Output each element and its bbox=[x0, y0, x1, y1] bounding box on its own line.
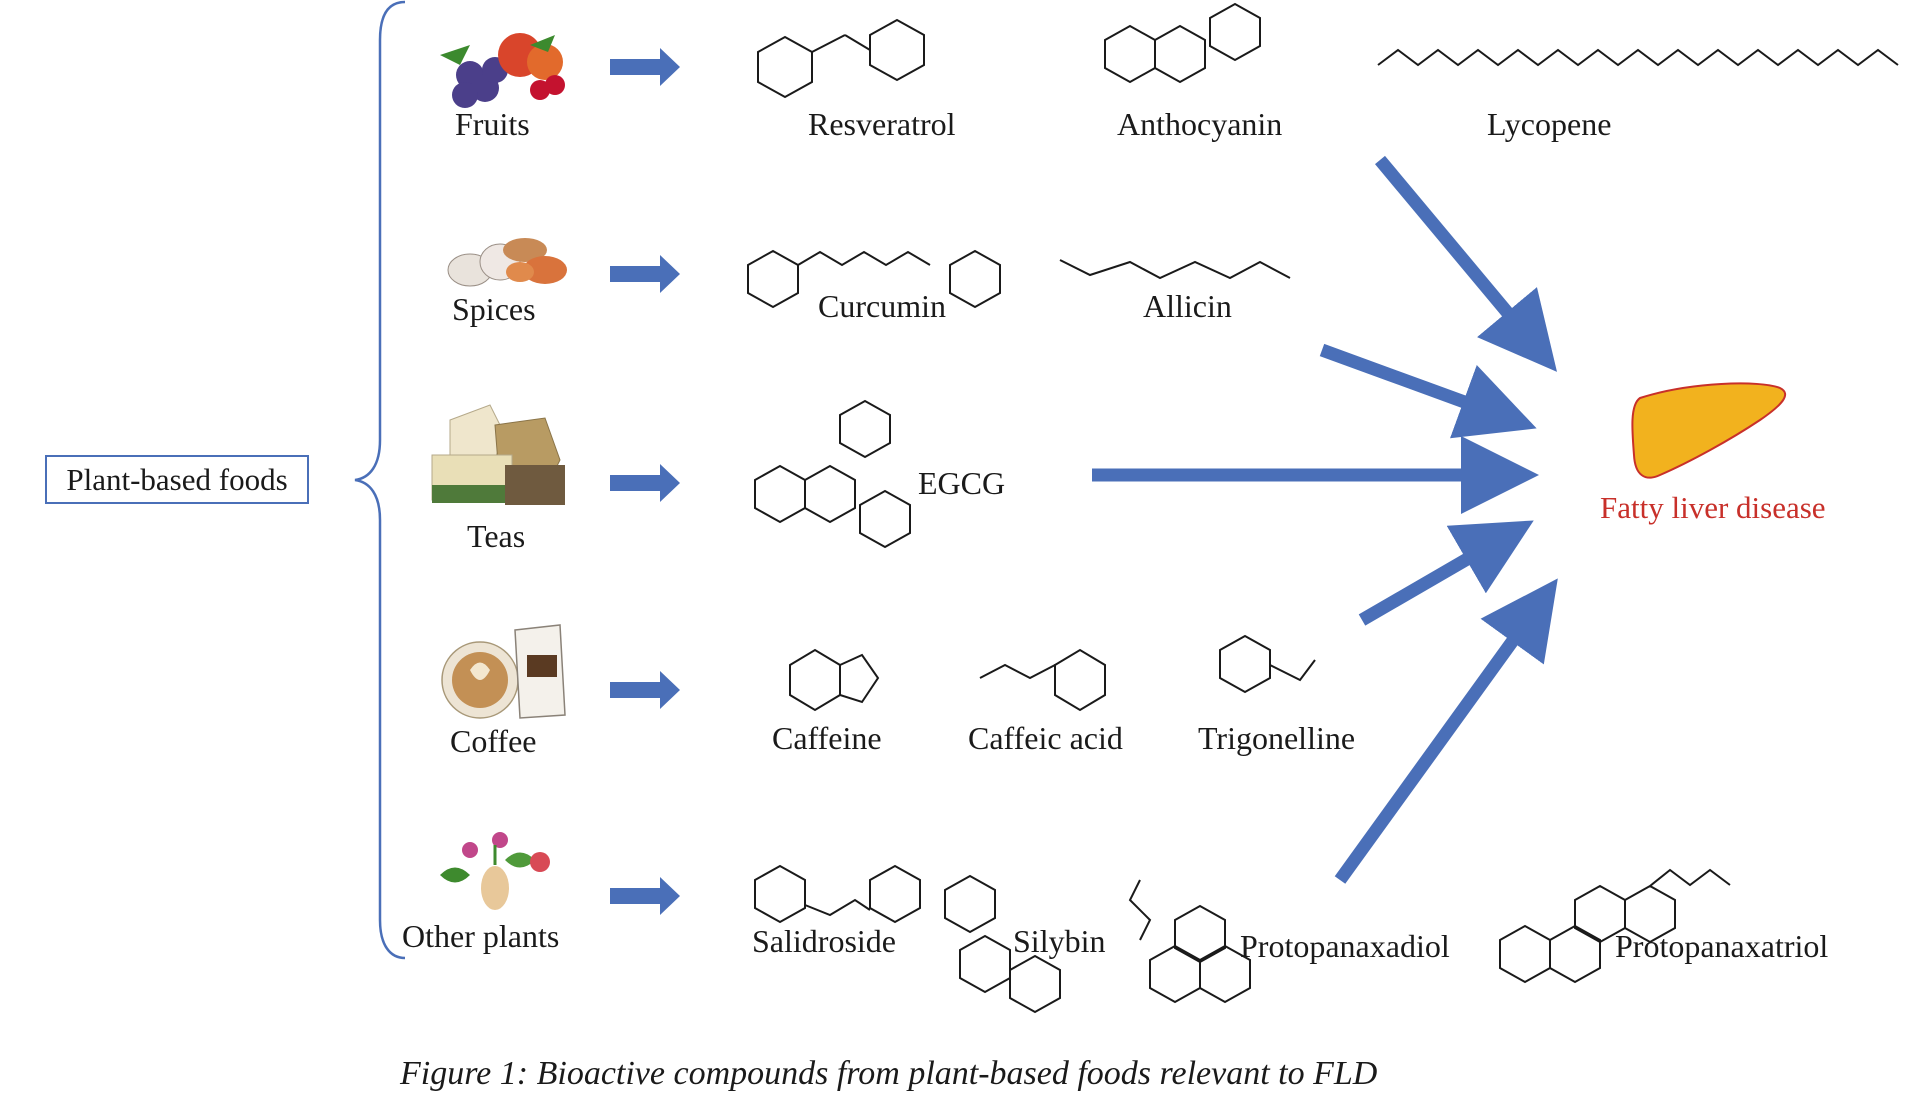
other-plants-illustration bbox=[440, 832, 550, 910]
arrow-other bbox=[610, 877, 680, 915]
category-label-other-plants: Other plants bbox=[402, 918, 560, 954]
egcg-structure bbox=[754, 464, 806, 524]
converging-arrows bbox=[1092, 155, 1558, 884]
category-label-spices: Spices bbox=[452, 291, 536, 327]
arrow-spices bbox=[610, 255, 680, 293]
arrow-from-coffee bbox=[1358, 520, 1534, 626]
arrow-fruits bbox=[610, 48, 680, 86]
root-node: Plant-based foods bbox=[45, 455, 309, 504]
compound-label-salidroside: Salidroside bbox=[752, 923, 896, 959]
allicin-structure bbox=[1059, 259, 1291, 280]
protopanaxatriol-structure bbox=[1499, 924, 1551, 984]
teas-illustration bbox=[431, 404, 565, 505]
arrow-coffee bbox=[610, 671, 680, 709]
trigonelline-structure bbox=[1219, 634, 1271, 694]
compound-label-caffeic-acid: Caffeic acid bbox=[968, 720, 1123, 756]
category-label-teas: Teas bbox=[467, 518, 526, 554]
arrow-from-fruits bbox=[1375, 155, 1557, 372]
category-label-fruits: Fruits bbox=[455, 106, 530, 142]
coffee-illustration bbox=[441, 624, 566, 719]
caffeine-structure bbox=[789, 648, 841, 712]
arrow-from-spices bbox=[1319, 343, 1537, 439]
arrow-from-other bbox=[1334, 578, 1558, 884]
protopanaxadiol-structure bbox=[1149, 944, 1201, 1004]
figure-caption: Figure 1: Bioactive compounds from plant… bbox=[400, 1055, 1378, 1092]
compound-label-curcumin: Curcumin bbox=[818, 288, 946, 324]
category-arrows bbox=[610, 48, 680, 915]
arrow-teas bbox=[610, 464, 680, 502]
curcumin-structure bbox=[747, 249, 799, 309]
silybin-structure bbox=[944, 874, 996, 934]
compound-label-caffeine: Caffeine bbox=[772, 720, 882, 756]
fruits-illustration bbox=[440, 33, 565, 108]
compound-label-protopanaxadiol: Protopanaxadiol bbox=[1240, 928, 1450, 964]
liver-icon bbox=[1631, 382, 1787, 479]
compound-label-lycopene: Lycopene bbox=[1487, 106, 1612, 142]
compound-label-trigonelline: Trigonelline bbox=[1198, 720, 1356, 756]
compound-label-protopanaxatriol: Protopanaxatriol bbox=[1615, 928, 1829, 964]
salidroside-structure bbox=[754, 864, 806, 924]
compound-label-egcg: EGCG bbox=[918, 465, 1006, 501]
compound-label-anthocyanin: Anthocyanin bbox=[1117, 106, 1283, 142]
resveratrol-structure bbox=[757, 35, 813, 99]
chemical-structures bbox=[747, 2, 1899, 1014]
compound-label-allicin: Allicin bbox=[1143, 288, 1232, 324]
curly-brace bbox=[354, 0, 406, 960]
compound-label-silybin: Silybin bbox=[1013, 923, 1106, 959]
lycopene-structure bbox=[1377, 48, 1899, 67]
category-label-coffee: Coffee bbox=[450, 723, 537, 759]
compound-label-resveratrol: Resveratrol bbox=[808, 106, 956, 142]
target-label: Fatty liver disease bbox=[1600, 490, 1826, 525]
spices-illustration bbox=[447, 238, 567, 287]
caffeic-acid-structure bbox=[1054, 648, 1106, 712]
anthocyanin-structure bbox=[1104, 24, 1156, 84]
